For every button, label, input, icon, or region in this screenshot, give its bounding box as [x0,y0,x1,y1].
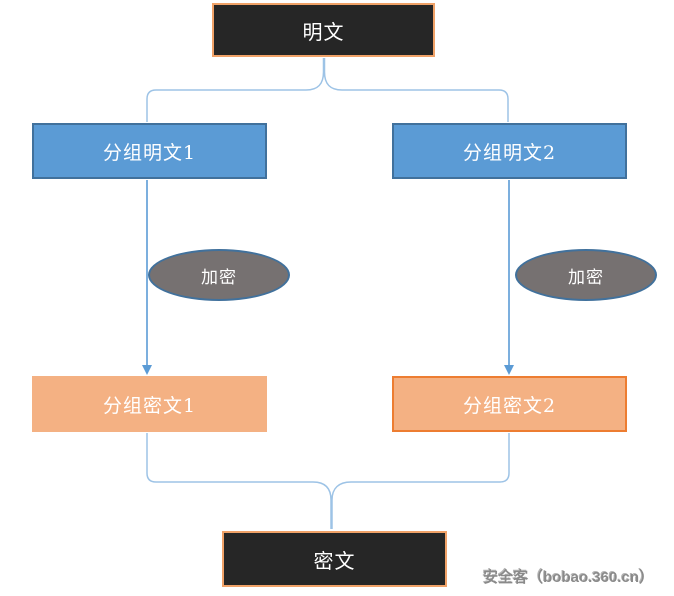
encrypt-ellipse-1: 加密 [148,249,290,301]
split-connector-right [323,58,509,122]
merge-connector-left [146,433,332,529]
block-plaintext-1-node: 分组明文1 [32,123,267,179]
encrypt-arrowhead-right [504,365,514,375]
block-ciphertext-2-label: 分组密文2 [462,394,557,417]
ciphertext-node: 密文 [222,531,447,587]
split-connector-left [146,58,325,122]
ciphertext-label: 密文 [313,548,356,573]
encrypt-arrowhead-left [142,365,152,375]
block-ciphertext-1-node: 分组密文1 [32,376,267,432]
plaintext-node: 明文 [212,3,435,57]
encrypt-ellipse-2: 加密 [515,249,657,301]
watermark-text: 安全客（bobao.360.cn） [483,569,654,586]
encrypt-2-label: 加密 [568,267,604,288]
merge-connector-right [331,433,510,529]
encrypt-1-label: 加密 [201,267,237,288]
block-plaintext-1-label: 分组明文1 [102,141,197,164]
plaintext-label: 明文 [302,19,345,44]
watermark: 安全客（bobao.360.cn） [483,566,654,587]
block-ciphertext-2-node: 分组密文2 [392,376,627,432]
block-plaintext-2-label: 分组明文2 [462,141,557,164]
block-ciphertext-1-label: 分组密文1 [102,394,197,417]
block-plaintext-2-node: 分组明文2 [392,123,627,179]
